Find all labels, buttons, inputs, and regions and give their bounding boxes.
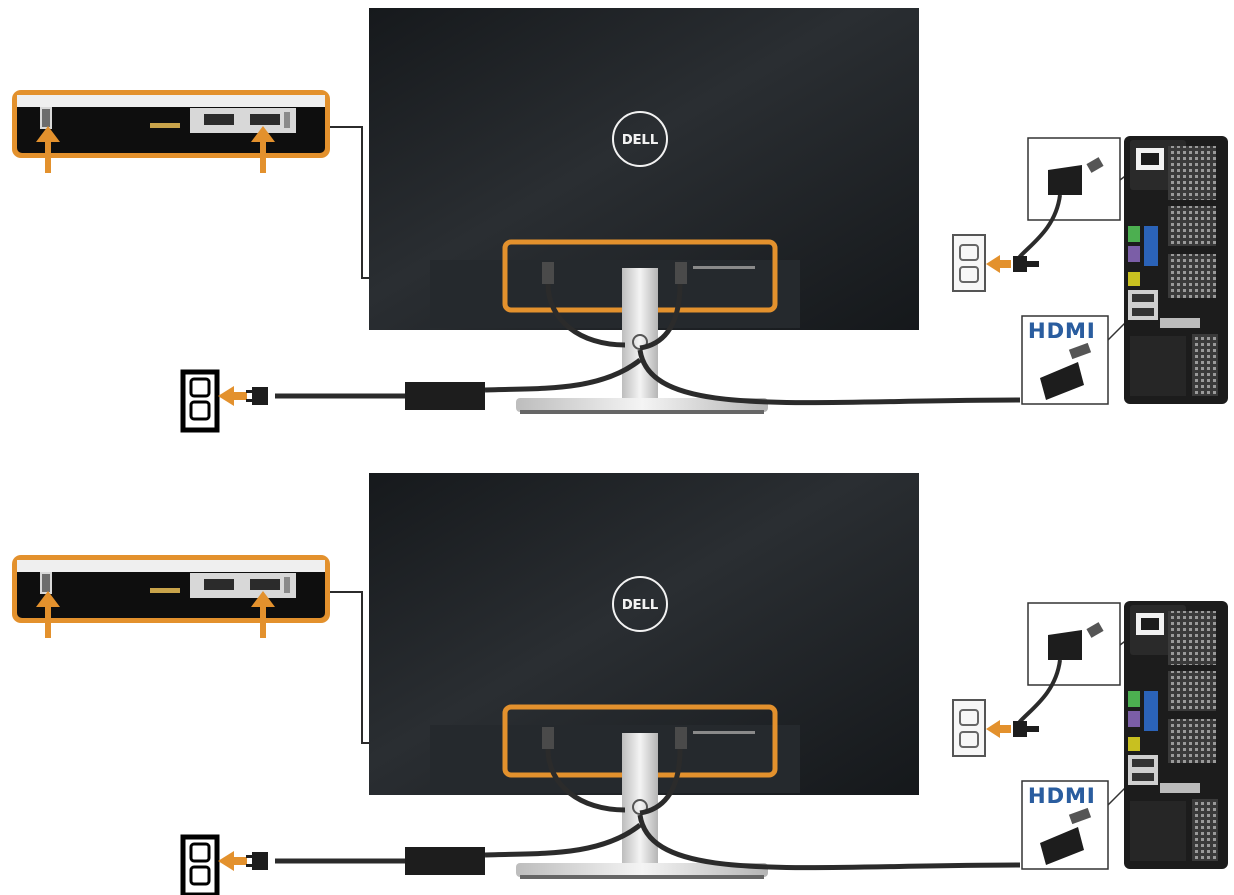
dell-logo-text-bottom: DELL [622,598,658,613]
hdmi-label-bottom: HDMI [1028,784,1096,808]
hdmi-label-top: HDMI [1028,319,1096,343]
dell-logo-text-top: DELL [622,133,658,148]
diagram-bottom [12,473,1228,895]
diagram-top [12,8,1228,430]
